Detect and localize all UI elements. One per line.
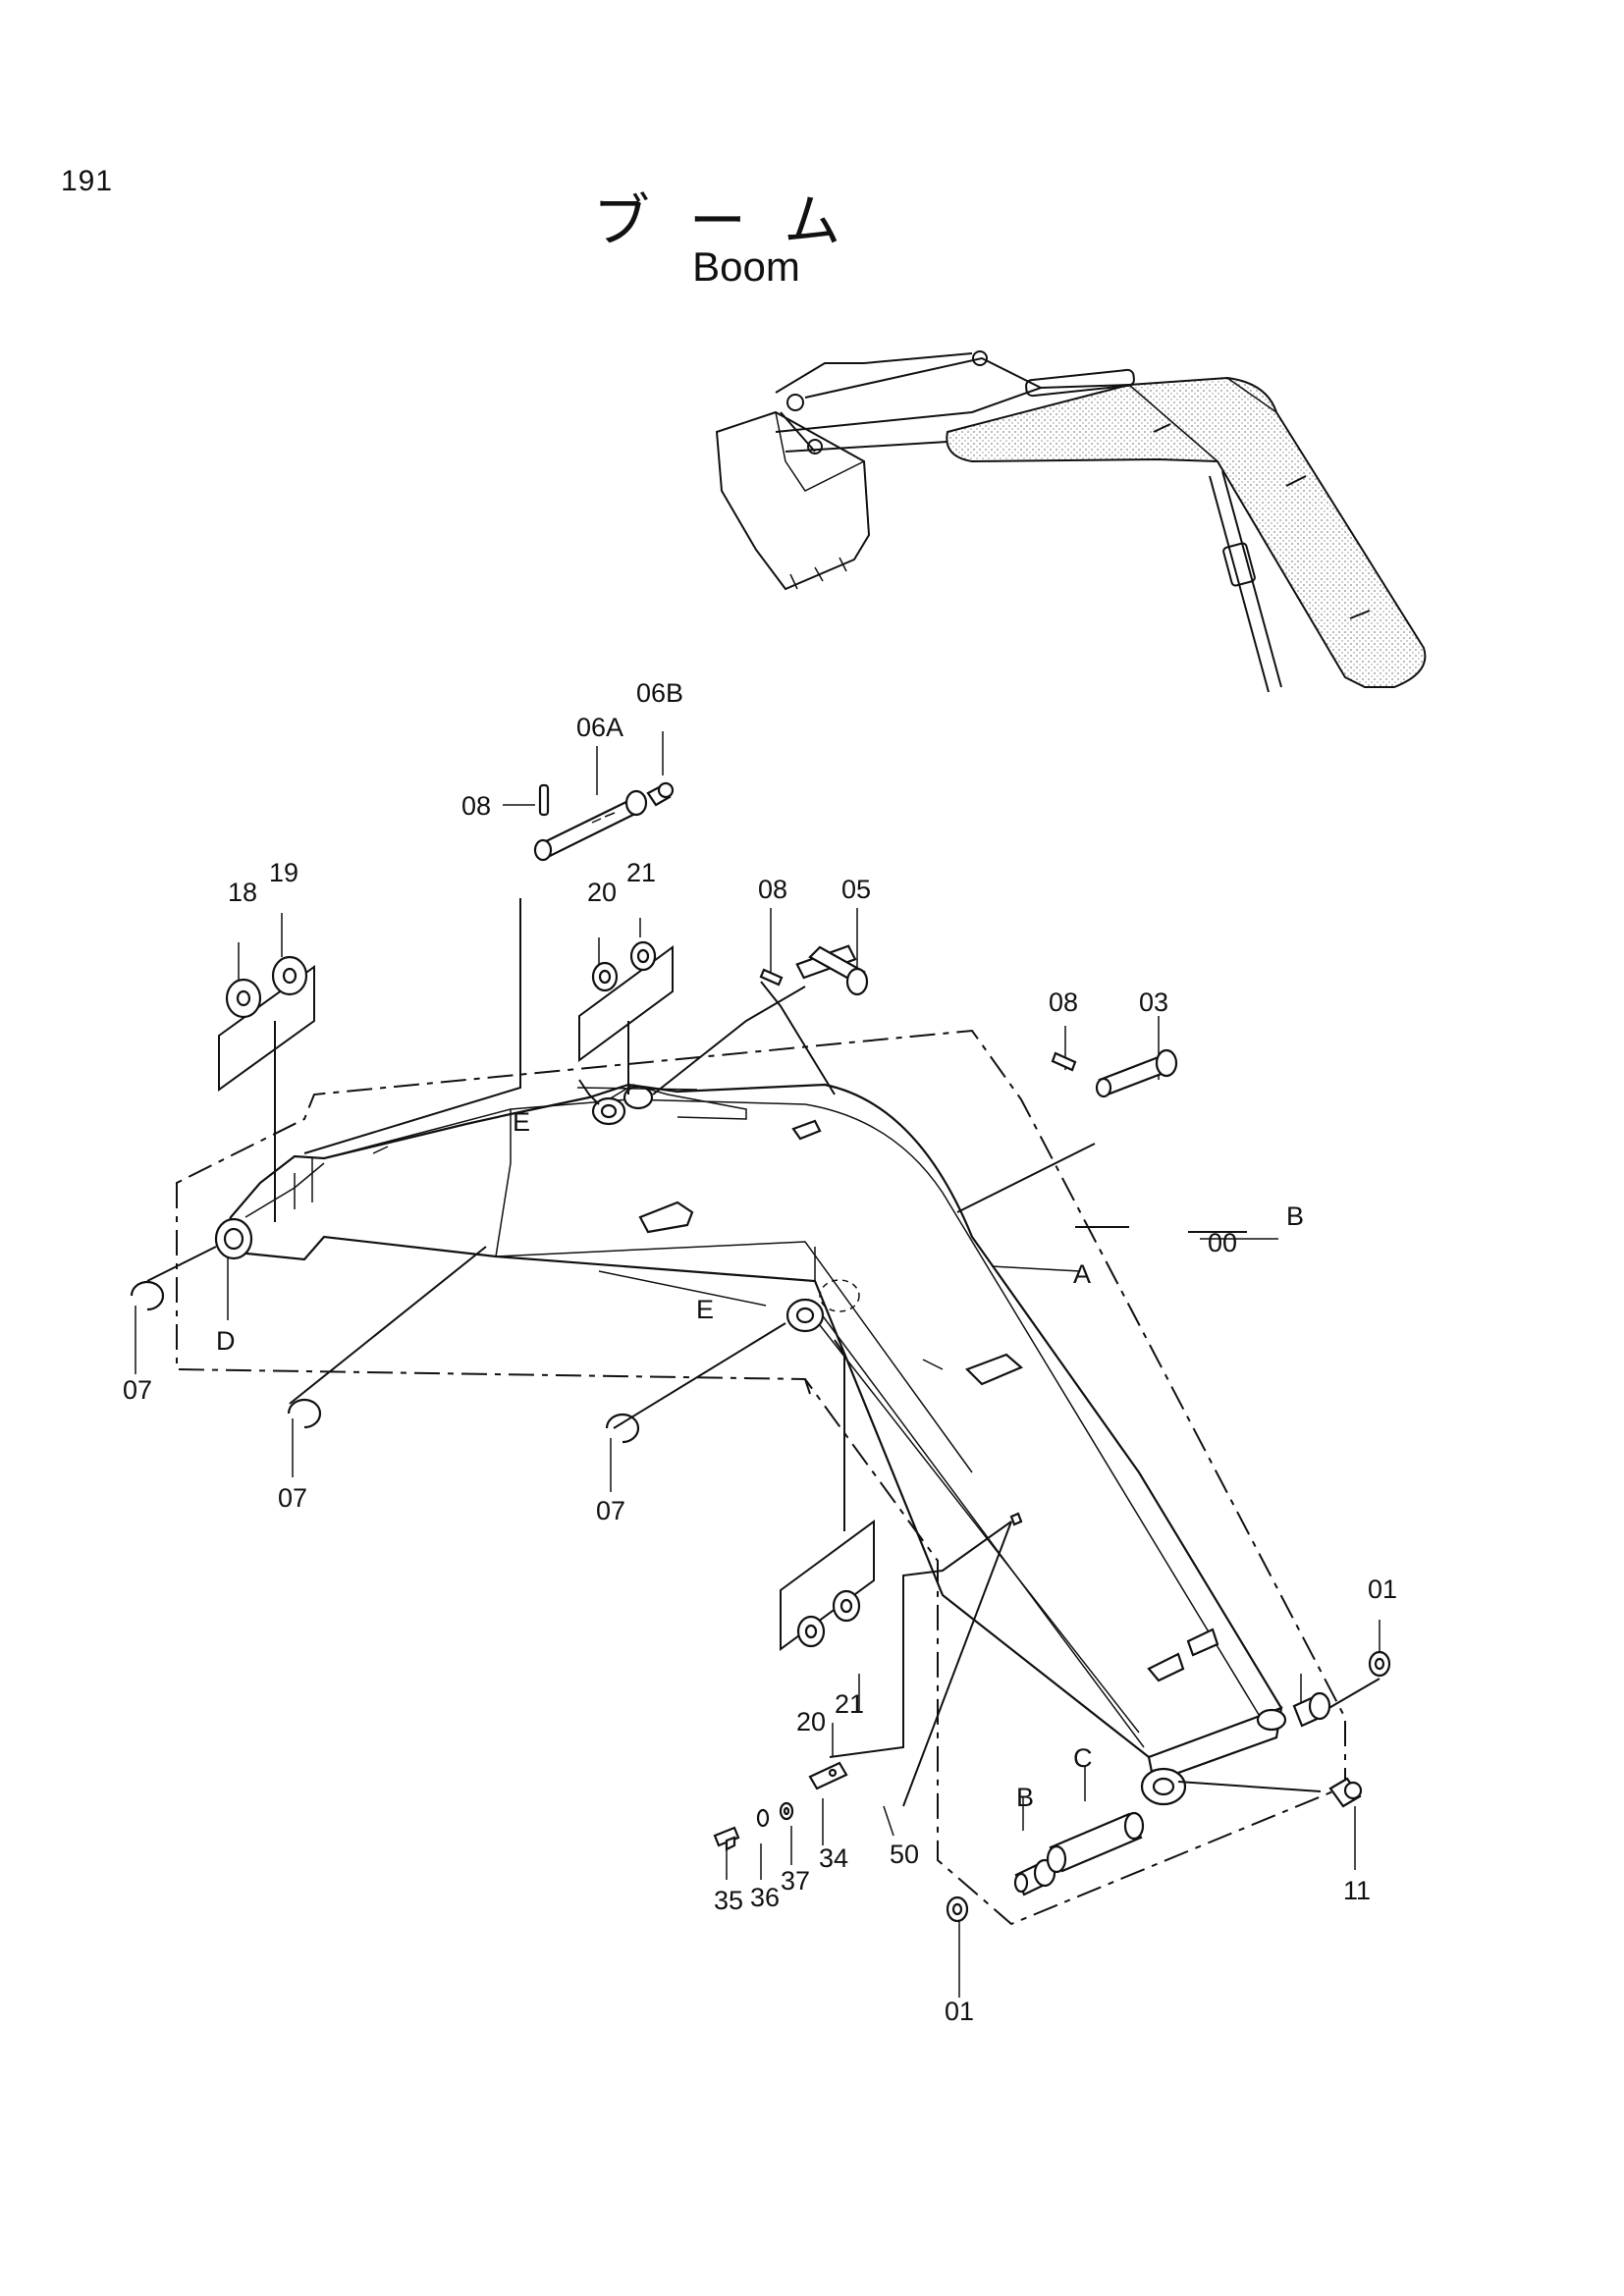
- callout-05: 05: [841, 875, 871, 904]
- callout-07-middle: 07: [278, 1483, 307, 1513]
- callout-08-right: 08: [1049, 988, 1078, 1017]
- callout-50: 50: [890, 1840, 919, 1869]
- overview-illustration: [715, 350, 1427, 693]
- callout-b-left: B: [1016, 1783, 1034, 1812]
- callout-36: 36: [750, 1883, 780, 1912]
- leader-lines: [135, 731, 1380, 1998]
- callout-e-top: E: [513, 1107, 530, 1137]
- callout-labels: 00 A B B C D E E 01 01 03 05 06A 06B 07 …: [123, 678, 1397, 2026]
- callout-b-right: B: [1286, 1201, 1304, 1231]
- callout-01-left: 01: [945, 1997, 974, 2026]
- boom-assembly: [214, 1083, 1287, 1806]
- callout-19: 19: [269, 858, 298, 887]
- callout-06b: 06B: [636, 678, 683, 708]
- callout-03: 03: [1139, 988, 1168, 1017]
- callout-34: 34: [819, 1843, 848, 1873]
- callout-07-right: 07: [596, 1496, 625, 1525]
- shim-box-20-21-bottom: [780, 1520, 875, 1651]
- shim-box-20-21-top: [578, 945, 674, 1062]
- title-english: Boom: [692, 243, 800, 290]
- callout-00: 00: [1208, 1228, 1237, 1257]
- callout-18: 18: [228, 878, 257, 907]
- callout-08-middle: 08: [758, 875, 787, 904]
- callout-20-bottom: 20: [796, 1707, 826, 1736]
- title-japanese: ブーム: [592, 187, 881, 254]
- callout-35: 35: [714, 1886, 743, 1915]
- callout-01-right: 01: [1368, 1575, 1397, 1604]
- callout-c: C: [1073, 1743, 1093, 1773]
- callout-a: A: [1073, 1259, 1091, 1289]
- callout-d: D: [216, 1326, 236, 1356]
- page-number: 191: [61, 165, 114, 197]
- callout-08-top: 08: [461, 791, 491, 821]
- callout-06a: 06A: [576, 713, 623, 742]
- callout-21-top: 21: [626, 858, 656, 887]
- callout-20-top: 20: [587, 878, 617, 907]
- parts: [130, 781, 1391, 1923]
- callout-11: 11: [1343, 1876, 1371, 1905]
- callout-e-lower: E: [696, 1295, 714, 1324]
- callout-21-bottom: 21: [835, 1689, 864, 1719]
- callout-07-left: 07: [123, 1375, 152, 1405]
- callout-37: 37: [781, 1866, 810, 1896]
